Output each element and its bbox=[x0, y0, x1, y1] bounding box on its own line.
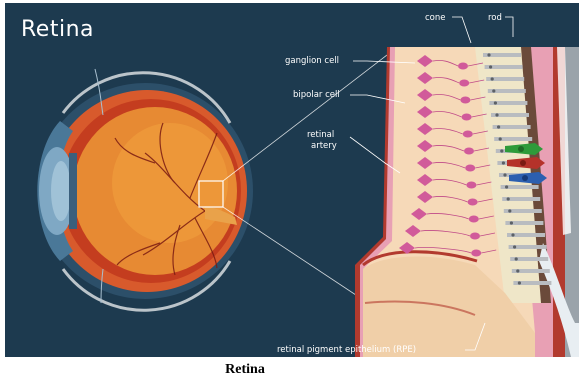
rod-nucleus bbox=[487, 53, 490, 56]
rod-nucleus bbox=[502, 161, 505, 164]
cone-label: cone bbox=[425, 13, 446, 23]
retinal-artery-label-line1: retinal bbox=[307, 130, 334, 140]
panel-title: Retina bbox=[21, 17, 94, 42]
zoom-line-top bbox=[223, 55, 387, 181]
rod-nucleus bbox=[492, 89, 495, 92]
retinal-artery-label-line2: artery bbox=[311, 141, 337, 151]
rod-nucleus bbox=[510, 221, 513, 224]
bipolar-cell bbox=[459, 80, 469, 87]
rod-nucleus bbox=[507, 197, 510, 200]
zoom-line-bottom bbox=[223, 207, 365, 301]
ganglion-cell-label: ganglion cell bbox=[285, 56, 339, 66]
rod-nucleus bbox=[489, 65, 492, 68]
rod-nucleus bbox=[508, 209, 511, 212]
rod-nucleus bbox=[500, 149, 503, 152]
bipolar-cell bbox=[458, 63, 468, 70]
rod-nucleus bbox=[515, 257, 518, 260]
bipolar-cell bbox=[465, 165, 475, 172]
cone-cells bbox=[505, 143, 547, 184]
rod-nucleus bbox=[518, 281, 521, 284]
rod-nucleus bbox=[516, 269, 519, 272]
rod-nucleus bbox=[494, 101, 497, 104]
bipolar-cell bbox=[471, 250, 481, 257]
bipolar-cell bbox=[468, 199, 478, 206]
bipolar-cell bbox=[466, 182, 476, 189]
bipolar-cell bbox=[470, 233, 480, 240]
bipolar-cell bbox=[460, 97, 470, 104]
bipolar-cell bbox=[462, 114, 472, 121]
bipolar-cell bbox=[464, 148, 474, 155]
rod-nucleus bbox=[497, 125, 500, 128]
rod-nucleus bbox=[491, 77, 494, 80]
rod-nucleus bbox=[505, 185, 508, 188]
rpe-label: retinal pigment epithelium (RPE) bbox=[277, 345, 416, 355]
rod-nucleus bbox=[495, 113, 498, 116]
bipolar-cell bbox=[463, 131, 473, 138]
figure-caption: Retina bbox=[0, 362, 490, 378]
bipolar-cell bbox=[469, 216, 479, 223]
rod-nucleus bbox=[511, 233, 514, 236]
rod-label: rod bbox=[488, 13, 502, 23]
rod-nucleus bbox=[503, 173, 506, 176]
diagram-panel: Retina cone rod ganglion cell bipolar ce… bbox=[5, 3, 579, 357]
rod-nucleus bbox=[499, 137, 502, 140]
bipolar-cell-label: bipolar cell bbox=[293, 90, 340, 100]
rod-nucleus bbox=[513, 245, 516, 248]
